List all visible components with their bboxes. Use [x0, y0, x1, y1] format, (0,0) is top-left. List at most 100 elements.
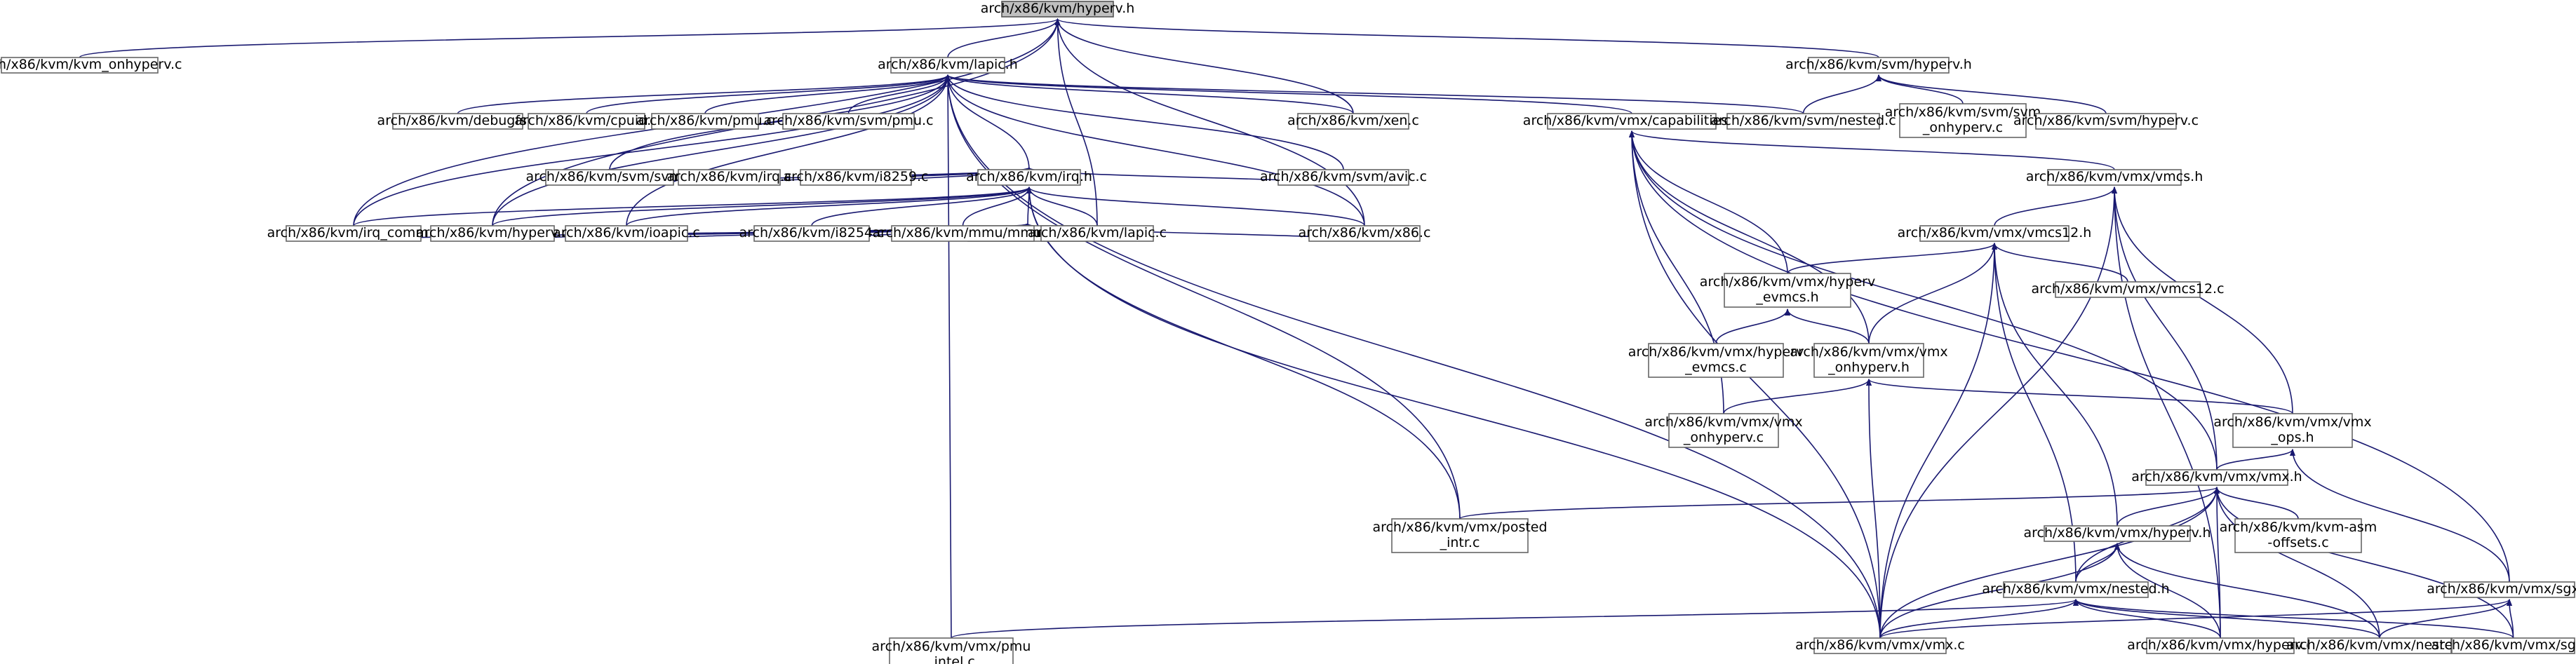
graph-node-svm-hyperv-c[interactable]: arch/x86/kvm/svm/hyperv.c — [2013, 113, 2199, 130]
graph-node-irq-c[interactable]: arch/x86/kvm/irq.c — [666, 169, 792, 186]
graph-node-pmu-c[interactable]: arch/x86/kvm/pmu.c — [636, 113, 774, 130]
node-label: arch/x86/kvm/lapic.c — [1028, 225, 1167, 240]
edge-vmx-hyperv-c-to-vmx-h — [2214, 487, 2221, 639]
graph-node-onhyperv-c[interactable]: arch/x86/kvm/kvm_onhyperv.c — [0, 57, 182, 74]
edge-vmx-c-to-vmx-cap-h — [1629, 130, 1881, 639]
node-label: arch/x86/kvm/svm/svm.c — [525, 169, 693, 184]
graph-node-hv-evmcs-h[interactable]: arch/x86/kvm/vmx/hyperv_evmcs.h — [1700, 273, 1875, 308]
edge-xen-c-to-root — [1054, 18, 1354, 114]
graph-node-irq-h[interactable]: arch/x86/kvm/irq.h — [966, 169, 1092, 186]
edge-asm-off-c-to-vmx-h — [2214, 487, 2299, 520]
graph-node-vmx-hyperv-c[interactable]: arch/x86/kvm/vmx/hyperv.c — [2127, 637, 2314, 654]
node-label: arch/x86/kvm/vmx/vmx — [1790, 344, 1947, 360]
edge-vmx-c-to-nested-h — [1879, 599, 2079, 639]
node-label: arch/x86/kvm/vmx/nested.c — [2286, 637, 2473, 653]
edge-vmx-cap-h-to-lapic-h — [945, 74, 1632, 114]
edge-hyperv-c-to-irq-h — [492, 187, 1032, 226]
graph-node-vmx-ops-h[interactable]: arch/x86/kvm/vmx/vmx_ops.h — [2213, 413, 2372, 448]
node-box — [2035, 113, 2177, 130]
graph-node-lapic-h[interactable]: arch/x86/kvm/lapic.h — [878, 57, 1018, 74]
graph-node-xen-c[interactable]: arch/x86/kvm/xen.c — [1287, 113, 1419, 130]
node-label: arch/x86/kvm/vmx/hyperv — [1700, 274, 1875, 290]
graph-node-hyperv-c[interactable]: arch/x86/kvm/hyperv.c — [416, 225, 569, 242]
node-box — [1813, 637, 1947, 654]
graph-node-hv-evmcs-c[interactable]: arch/x86/kvm/vmx/hyperv_evmcs.c — [1628, 343, 1804, 378]
graph-node-svm-svm-c[interactable]: arch/x86/kvm/svm/svm.c — [525, 169, 694, 186]
graph-node-irq-comm-c[interactable]: arch/x86/kvm/irq_comm.c — [267, 225, 441, 242]
node-label: arch/x86/kvm/vmx/vmx — [2213, 414, 2371, 430]
edge-nested-c-to-sgx-h — [2379, 599, 2512, 639]
graph-node-pmu-intel-c[interactable]: arch/x86/kvm/vmx/pmu_intel.c — [872, 637, 1031, 664]
graph-node-svm-hyperv-h[interactable]: arch/x86/kvm/svm/hyperv.h — [1785, 57, 1972, 74]
node-box — [528, 113, 645, 130]
edge-vmx-onhv-c-to-vmx-onhv-h — [1723, 379, 1872, 414]
graph-node-sgx-c[interactable]: arch/x86/kvm/vmx/sgx.c — [2431, 637, 2576, 654]
node-label: arch/x86/kvm/svm/pmu.c — [763, 113, 933, 128]
edge-vmcs-h-to-vmx-cap-h — [1629, 130, 2115, 170]
graph-node-nested-c[interactable]: arch/x86/kvm/vmx/nested.c — [2286, 637, 2473, 654]
node-label: _evmcs.c — [1684, 360, 1747, 375]
node-label: arch/x86/kvm/vmx/vmcs12.c — [2031, 281, 2224, 297]
node-box — [1808, 57, 1950, 74]
graph-node-vmcs12-c[interactable]: arch/x86/kvm/vmx/vmcs12.c — [2031, 281, 2225, 298]
graph-node-lapic-c[interactable]: arch/x86/kvm/lapic.c — [1028, 225, 1167, 242]
node-label: arch/x86/kvm/vmx/vmx.c — [1795, 637, 1965, 653]
graph-node-svm-onhyperv-c[interactable]: arch/x86/kvm/svm/svm_onhyperv.c — [1885, 103, 2041, 138]
graph-node-vmx-c[interactable]: arch/x86/kvm/vmx/vmx.c — [1795, 637, 1965, 654]
graph-node-asm-off-c[interactable]: arch/x86/kvm/kvm-asm-offsets.c — [2220, 518, 2377, 553]
graph-node-svm-nested-c[interactable]: arch/x86/kvm/svm/nested.c — [1710, 113, 1896, 130]
edge-vmx-onhv-h-to-vmcs12-h — [1868, 243, 1997, 344]
graph-node-sgx-h[interactable]: arch/x86/kvm/vmx/sgx.h — [2427, 581, 2576, 598]
graph-node-vmx-hyperv-h[interactable]: arch/x86/kvm/vmx/hyperv.h — [2023, 525, 2211, 542]
edge-vmx-c-to-irq-h — [1026, 187, 1881, 639]
graph-node-posted-c[interactable]: arch/x86/kvm/vmx/posted_intr.c — [1372, 518, 1548, 553]
node-label: arch/x86/kvm/i8259.c — [783, 169, 928, 184]
graph-node-vmcs12-h[interactable]: arch/x86/kvm/vmx/vmcs12.h — [1898, 225, 2092, 242]
graph-node-debugfs-c[interactable]: arch/x86/kvm/debugfs.c — [377, 113, 539, 130]
graph-node-vmx-cap-h[interactable]: arch/x86/kvm/vmx/capabilities.h — [1523, 113, 1740, 130]
node-box — [1277, 169, 1409, 186]
graph-node-i8254-c[interactable]: arch/x86/kvm/i8254.c — [739, 225, 885, 242]
node-label: arch/x86/kvm/mmu/mmu.c — [873, 225, 1054, 240]
node-box — [2055, 281, 2201, 298]
node-label: arch/x86/kvm/debugfs.c — [377, 113, 539, 128]
node-box — [2003, 581, 2149, 598]
edge-vmx-c-to-vmx-hyperv-h — [1879, 543, 2120, 639]
graph-node-mmu-c[interactable]: arch/x86/kvm/mmu/mmu.c — [873, 225, 1054, 242]
graph-node-vmcs-h[interactable]: arch/x86/kvm/vmx/vmcs.h — [2026, 169, 2203, 186]
edge-x86-c-to-root — [1054, 18, 1365, 226]
graph-node-vmx-onhv-c[interactable]: arch/x86/kvm/vmx/vmx_onhyperv.c — [1644, 413, 1803, 448]
edge-vmcs12-h-to-vmcs-h — [1994, 187, 2117, 226]
node-label: arch/x86/kvm/svm/avic.c — [1260, 169, 1427, 184]
graph-node-i8259-c[interactable]: arch/x86/kvm/i8259.c — [783, 169, 929, 186]
edge-xen-c-to-lapic-h — [945, 74, 1354, 114]
node-box — [651, 113, 759, 130]
node-box — [1648, 343, 1784, 378]
node-box — [1001, 1, 1114, 18]
graph-node-avic-c[interactable]: arch/x86/kvm/svm/avic.c — [1260, 169, 1427, 186]
node-box — [430, 225, 555, 242]
edge-ioapic-c-to-lapic-h — [626, 74, 951, 226]
node-box — [545, 169, 674, 186]
edge-vmx-c-to-lapic-h — [945, 74, 1881, 639]
edge-vmx-hyperv-h-to-vmx-h — [2117, 487, 2220, 527]
edge-hv-evmcs-h-to-vmx-cap-h — [1629, 130, 1788, 274]
node-label: arch/x86/kvm/irq_comm.c — [267, 225, 441, 240]
node-box — [782, 113, 915, 130]
node-label: -offsets.c — [2267, 535, 2328, 550]
graph-node-svm-pmu-c[interactable]: arch/x86/kvm/svm/pmu.c — [763, 113, 934, 130]
edge-svm-nested-c-to-svm-hyperv-h — [1802, 74, 1881, 114]
edge-vmx-hyperv-c-to-vmcs-h — [2112, 187, 2221, 639]
graph-node-vmx-onhv-h[interactable]: arch/x86/kvm/vmx/vmx_onhyperv.h — [1790, 343, 1948, 378]
graph-node-ioapic-c[interactable]: arch/x86/kvm/ioapic.c — [553, 225, 700, 242]
edge-sgx-h-to-vmx-cap-h — [1629, 130, 2510, 583]
edge-lapic-c-to-root — [1054, 18, 1098, 226]
node-box — [1919, 225, 2069, 242]
graph-node-cpuid-c[interactable]: arch/x86/kvm/cpuid.c — [514, 113, 659, 130]
graph-node-root: arch/x86/kvm/hyperv.h — [981, 1, 1134, 18]
graph-node-x86-c[interactable]: arch/x86/kvm/x86.c — [1299, 225, 1431, 242]
edge-sgx-h-to-vmx-ops-h — [2290, 449, 2510, 583]
graph-node-nested-h[interactable]: arch/x86/kvm/vmx/nested.h — [1982, 581, 2170, 598]
graph-node-vmx-h[interactable]: arch/x86/kvm/vmx/vmx.h — [2131, 469, 2302, 486]
node-box — [977, 169, 1081, 186]
